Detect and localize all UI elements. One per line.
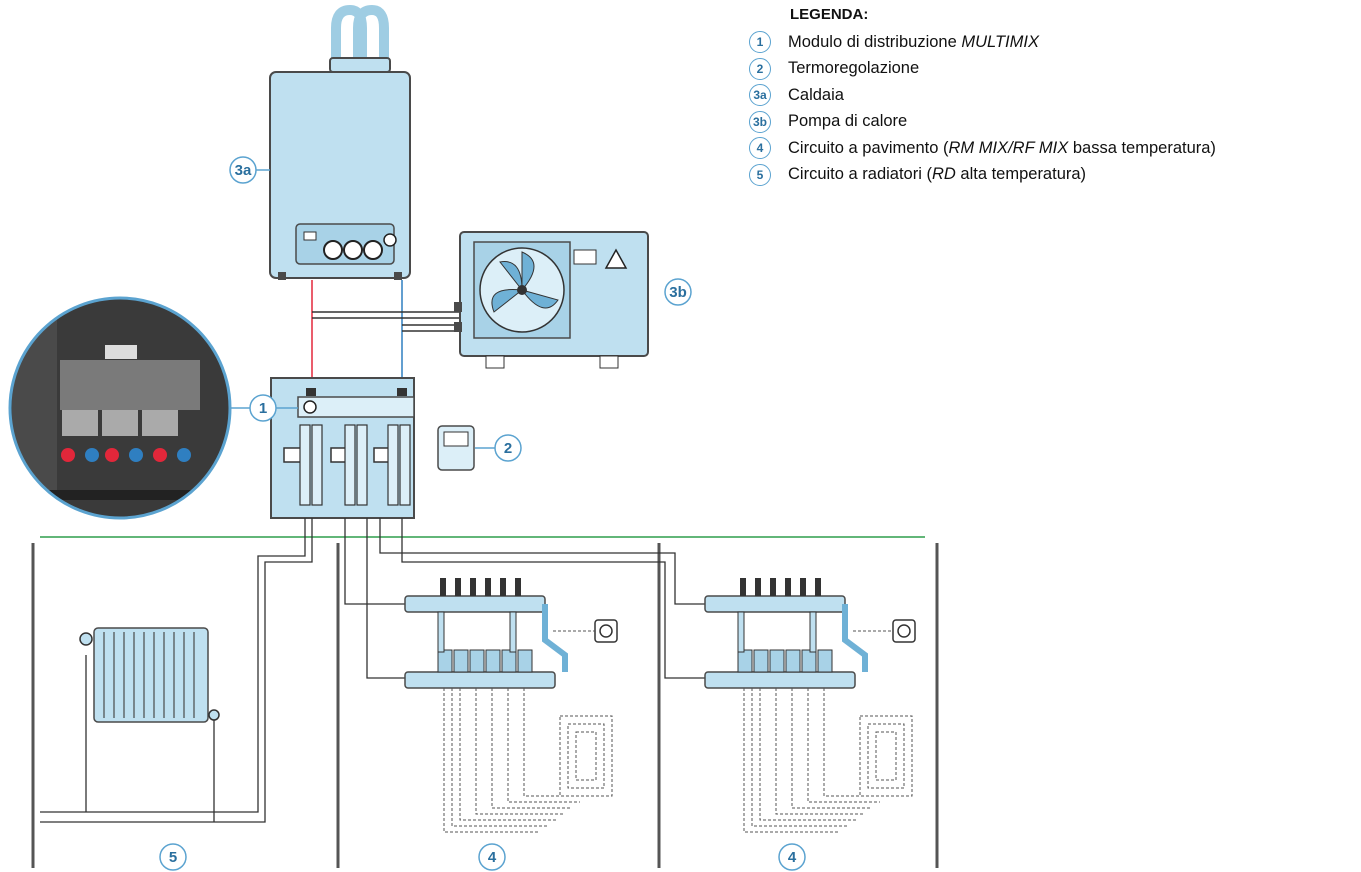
boiler — [269, 71, 411, 280]
legend-badge: 4 — [749, 137, 771, 160]
callout-radiator-zone: 5 — [159, 843, 187, 871]
legend-label: Circuito a radiatori (RD alta temperatur… — [788, 165, 1087, 184]
legend-badge: 2 — [749, 57, 771, 80]
legend-item: 2 Termoregolazione — [706, 56, 1356, 83]
legend-item: 4 Circuito a pavimento (RM MIX/RF MIX ba… — [706, 135, 1356, 162]
svg-text:4: 4 — [488, 849, 497, 866]
callout-thermoregulation: 2 — [494, 434, 522, 462]
legend: LEGENDA: 1 Modulo di distribuzione MULTI… — [706, 6, 1356, 188]
distribution-pipes — [40, 518, 730, 823]
callout-floor-zone-a: 4 — [478, 843, 506, 871]
module-detail-zoom — [8, 296, 232, 520]
heat-pump-pipes — [312, 311, 460, 332]
svg-text:4: 4 — [788, 849, 797, 866]
svg-text:3a: 3a — [235, 162, 252, 179]
svg-text:3b: 3b — [669, 284, 687, 301]
callout-module: 1 — [249, 394, 277, 422]
floor-manifold-b — [704, 578, 916, 833]
callout-heat-pump: 3b — [664, 278, 692, 306]
legend-badge: 3b — [749, 110, 771, 133]
legend-badge: 1 — [749, 31, 771, 54]
legend-list: 1 Modulo di distribuzione MULTIMIX 2 Ter… — [706, 29, 1356, 188]
legend-label: Modulo di distribuzione MULTIMIX — [788, 32, 1039, 51]
thermoregulation-unit — [437, 425, 475, 471]
legend-label: Pompa di calore — [788, 112, 908, 131]
legend-badge: 3a — [749, 84, 771, 107]
flue-pipes — [329, 4, 391, 73]
radiator — [79, 627, 220, 723]
legend-label: Circuito a pavimento (RM MIX/RF MIX bass… — [788, 138, 1216, 157]
legend-badge: 5 — [749, 163, 771, 186]
callout-floor-zone-b: 4 — [778, 843, 806, 871]
zone-separators — [31, 543, 939, 868]
distribution-module — [270, 377, 415, 519]
svg-text:1: 1 — [259, 400, 267, 417]
legend-item: 3b Pompa di calore — [706, 109, 1356, 136]
legend-label: Termoregolazione — [788, 59, 920, 78]
svg-text:2: 2 — [504, 440, 512, 457]
legend-title: LEGENDA: — [790, 6, 869, 23]
legend-item: 5 Circuito a radiatori (RD alta temperat… — [706, 162, 1356, 189]
legend-label: Caldaia — [788, 85, 844, 104]
legend-item: 1 Modulo di distribuzione MULTIMIX — [706, 29, 1356, 56]
svg-text:5: 5 — [169, 849, 177, 866]
callout-boiler: 3a — [229, 156, 257, 184]
legend-item: 3a Caldaia — [706, 82, 1356, 109]
heat-pump — [454, 231, 649, 369]
floor-manifold-a — [404, 578, 618, 833]
callout-badges: 3a 3b 1 2 5 4 4 — [159, 156, 806, 871]
